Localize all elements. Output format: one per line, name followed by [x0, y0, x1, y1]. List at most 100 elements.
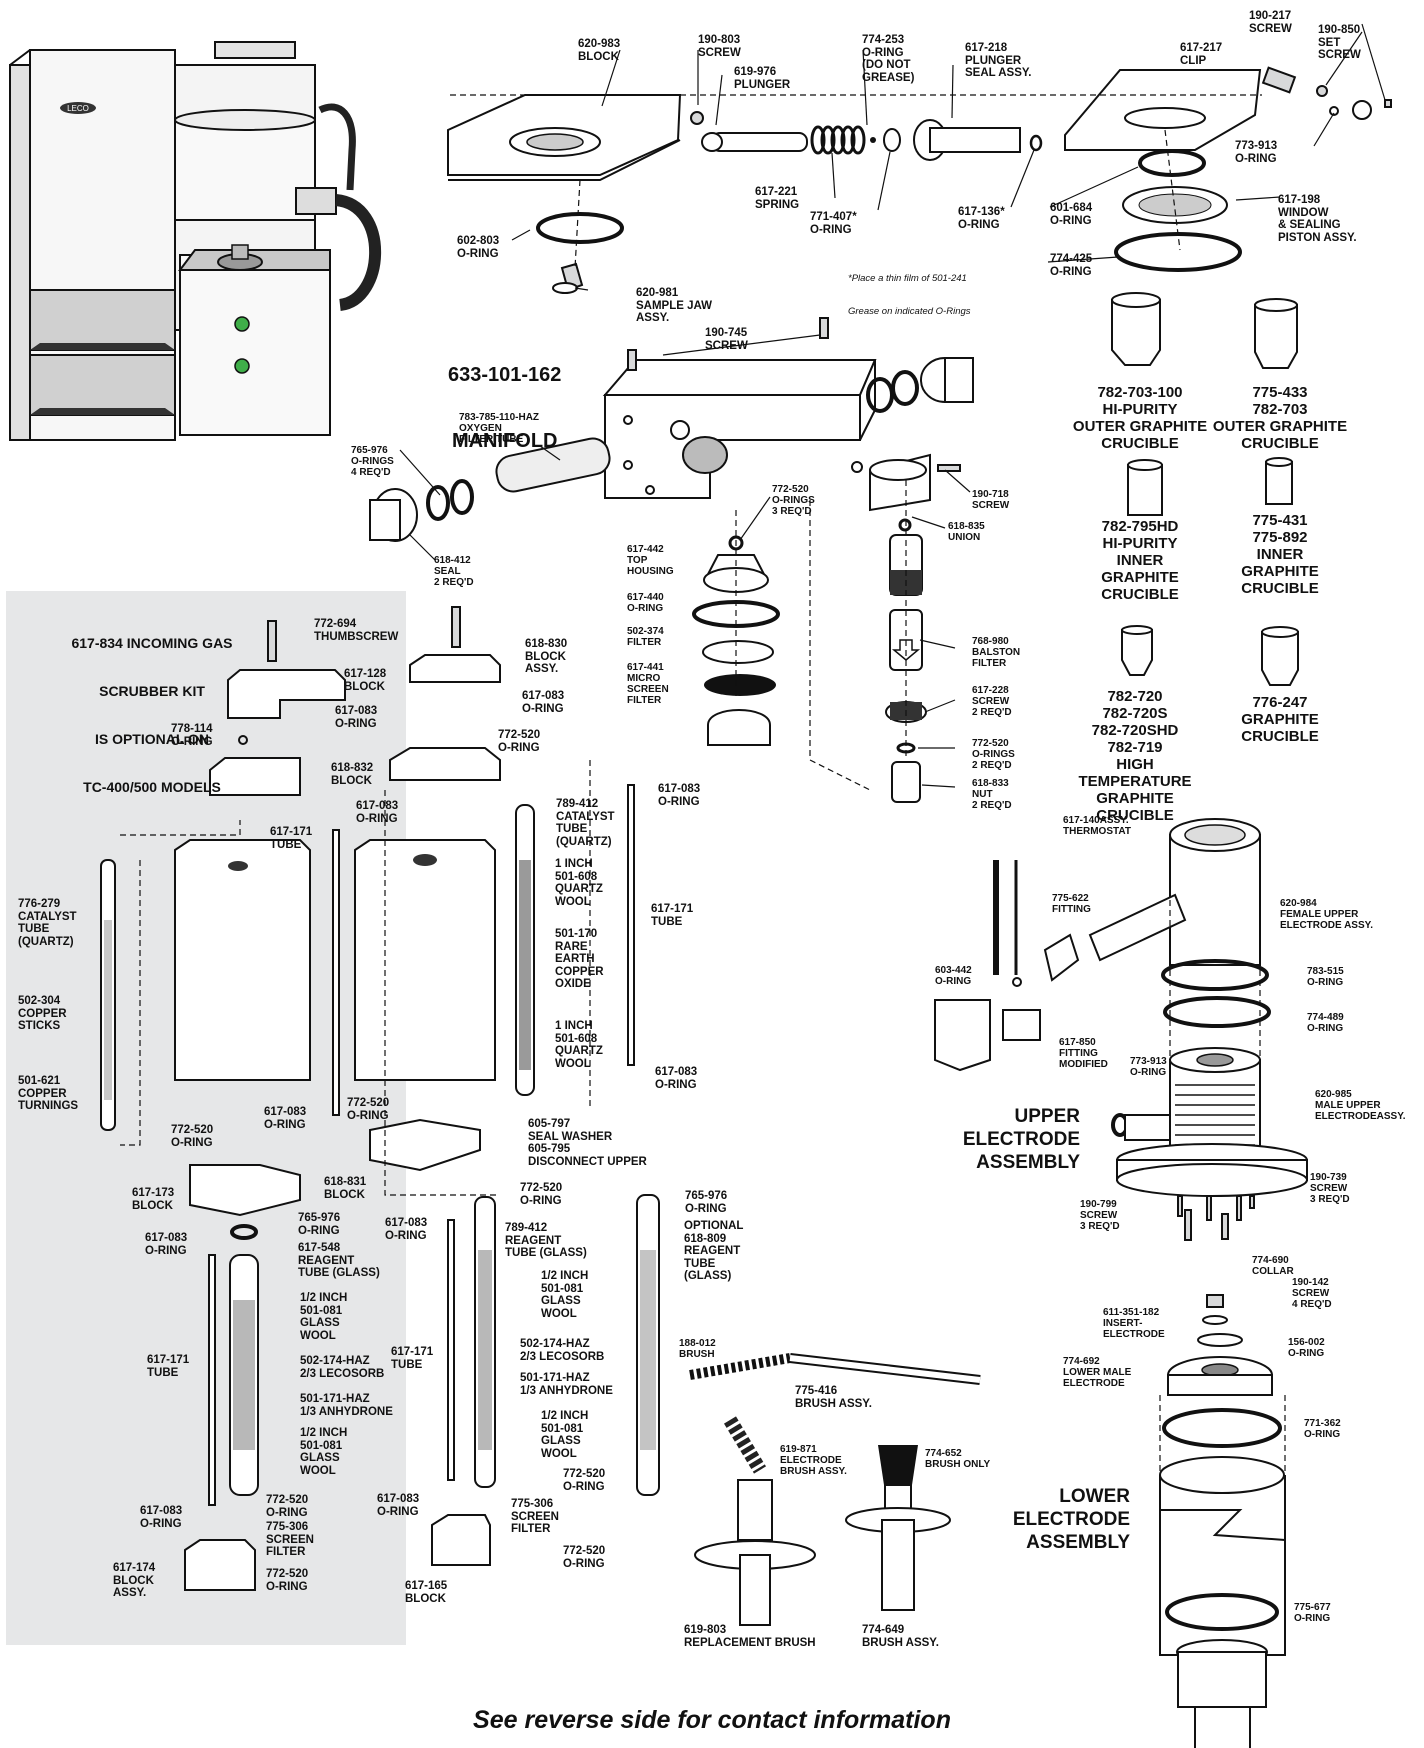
- part-label: 620-983 BLOCK: [578, 38, 621, 63]
- part-label: 617-171 TUBE: [651, 903, 694, 928]
- balston-filter-stack: [885, 480, 927, 803]
- instrument-illustration: LECO: [9, 41, 382, 441]
- part-label: 775-416 BRUSH ASSY.: [795, 1385, 872, 1410]
- part-label: 775-677 O-RING: [1294, 1602, 1331, 1624]
- part-label: 772-520 O-RING: [266, 1494, 309, 1519]
- crucible-drawings: [1111, 292, 1299, 686]
- part-label: 617-228 SCREW 2 REQ'D: [972, 685, 1012, 718]
- part-label: 774-649 BRUSH ASSY.: [862, 1624, 939, 1649]
- scrubber-note-line-3: IS OPTIONAL ON: [94, 731, 210, 747]
- part-label: 778-114 O-RING: [171, 723, 213, 748]
- part-label: 617-083 O-RING: [377, 1493, 420, 1518]
- crucible-label-c3: 782-795HD HI-PURITY INNER GRAPHITE CRUCI…: [1101, 518, 1179, 603]
- part-label: 617-174 BLOCK ASSY.: [113, 1562, 156, 1599]
- part-label: 605-797 SEAL WASHER 605-795 DISCONNECT U…: [528, 1118, 647, 1168]
- part-label: 775-622 FITTING: [1052, 893, 1091, 915]
- part-label: 617-548 REAGENT TUBE (GLASS): [298, 1242, 380, 1279]
- part-label: 617-083 O-RING: [655, 1066, 698, 1091]
- part-label: 772-520 O-RING: [266, 1568, 309, 1593]
- part-label: 774-690 COLLAR: [1252, 1255, 1294, 1277]
- crucible-label-c5: 782-720 782-720S 782-720SHD 782-719 HIGH…: [1078, 688, 1192, 824]
- part-label: 618-831 BLOCK: [324, 1176, 367, 1201]
- part-label: 617-440 O-RING: [627, 592, 664, 614]
- manifold-drawing: [369, 317, 974, 542]
- part-label: 502-174-HAZ 2/3 LECOSORB: [300, 1355, 385, 1380]
- scrubber-kit-drawing: [100, 606, 660, 1591]
- part-label: 190-217 SCREW: [1249, 10, 1292, 35]
- part-label: 501-171-HAZ 1/3 ANHYDRONE: [300, 1393, 393, 1418]
- part-label: 619-803 REPLACEMENT BRUSH: [684, 1624, 816, 1649]
- part-label: 617-171 TUBE: [147, 1354, 190, 1379]
- lower-electrode-drawing: [1159, 1294, 1286, 1748]
- part-label: 775-306 SCREEN FILTER: [511, 1498, 559, 1535]
- part-label: 617-083 O-RING: [264, 1106, 307, 1131]
- part-label: 190-718 SCREW: [972, 489, 1010, 511]
- part-label: 617-083 O-RING: [522, 690, 565, 715]
- part-label: 617-083 O-RING: [385, 1217, 428, 1242]
- manifold-title: 633-101-162 MANIFOLD: [448, 320, 561, 496]
- scrubber-note-line-4: TC-400/500 MODELS: [83, 779, 221, 795]
- part-label: 620-985 MALE UPPER ELECTRODEASSY.: [1315, 1089, 1406, 1122]
- part-label: 190-142 SCREW 4 REQ'D: [1292, 1277, 1332, 1310]
- part-label: 618-835 UNION: [948, 521, 985, 543]
- grease-note-line-1: *Place a thin film of 501-241: [848, 273, 967, 284]
- part-label: 502-374 FILTER: [627, 626, 664, 648]
- part-label: 501-171-HAZ 1/3 ANHYDRONE: [520, 1372, 613, 1397]
- grease-note-line-2: Grease on indicated O-Rings: [848, 306, 971, 317]
- part-label: 618-412 SEAL 2 REQ'D: [434, 555, 474, 588]
- part-label: 772-520 O-RINGS 2 REQ'D: [972, 738, 1015, 771]
- part-label: 774-253 O-RING (DO NOT GREASE): [862, 34, 915, 84]
- part-label: 602-803 O-RING: [457, 235, 500, 260]
- part-label: 789-412 CATALYST TUBE (QUARTZ): [556, 798, 615, 848]
- part-label: 617-083 O-RING: [335, 705, 378, 730]
- part-label: 190-803 SCREW: [698, 34, 741, 59]
- part-label: 190-745 SCREW: [705, 327, 748, 352]
- crucible-label-c4: 775-431 775-892 INNER GRAPHITE CRUCIBLE: [1241, 512, 1319, 597]
- part-label: 776-279 CATALYST TUBE (QUARTZ): [18, 898, 77, 948]
- part-label: 772-520 O-RING: [347, 1097, 390, 1122]
- part-label: 502-174-HAZ 2/3 LECOSORB: [520, 1338, 605, 1363]
- part-label: 617-198 WINDOW & SEALING PISTON ASSY.: [1278, 194, 1357, 244]
- part-label: 617-083 O-RING: [658, 783, 701, 808]
- part-label: 617-136* O-RING: [958, 206, 1005, 231]
- part-label: 501-170 RARE EARTH COPPER OXIDE: [555, 928, 604, 990]
- part-label: 774-489 O-RING: [1307, 1012, 1344, 1034]
- part-label: 190-739 SCREW 3 REQ'D: [1310, 1172, 1350, 1205]
- part-label: 772-520 O-RING: [520, 1182, 563, 1207]
- manifold-title-number: 633-101-162: [448, 364, 562, 386]
- part-label: 618-833 NUT 2 REQ'D: [972, 778, 1012, 811]
- footer-note: See reverse side for contact information: [473, 1706, 951, 1734]
- part-label: 501-621 COPPER TURNINGS: [18, 1075, 79, 1112]
- part-label: 617-218 PLUNGER SEAL ASSY.: [965, 42, 1032, 79]
- part-label: 789-412 REAGENT TUBE (GLASS): [505, 1222, 587, 1259]
- part-label: 1/2 INCH 501-081 GLASS WOOL: [300, 1292, 348, 1342]
- part-label: 620-981 SAMPLE JAW ASSY.: [636, 287, 713, 324]
- part-label: 772-520 O-RING: [563, 1468, 606, 1493]
- part-label: 617-221 SPRING: [755, 186, 800, 211]
- part-label: 611-351-182 INSERT- ELECTRODE: [1103, 1307, 1165, 1340]
- part-label: 768-980 BALSTON FILTER: [972, 636, 1021, 669]
- manifold-title-word: MANIFOLD: [451, 430, 558, 452]
- part-label: 617-083 O-RING: [145, 1232, 188, 1257]
- top-housing-stack: [692, 500, 871, 791]
- brush-drawings: [689, 1353, 981, 1626]
- part-label: 775-306 SCREEN FILTER: [266, 1521, 314, 1558]
- part-label: 772-694 THUMBSCREW: [314, 618, 399, 643]
- part-label: 772-520 O-RING: [171, 1124, 214, 1149]
- part-label: 617-171 TUBE: [391, 1346, 434, 1371]
- part-label: 617-850 FITTING MODIFIED: [1059, 1037, 1108, 1070]
- part-label: 774-425 O-RING: [1050, 253, 1093, 278]
- part-label: 617-083 O-RING: [356, 800, 399, 825]
- lower-electrode-title: LOWER ELECTRODE ASSEMBLY: [1012, 1486, 1130, 1553]
- scrubber-kit-shaded-area: [6, 591, 406, 1645]
- part-label: 618-832 BLOCK: [331, 762, 374, 787]
- part-label: 1/2 INCH 501-081 GLASS WOOL: [541, 1270, 589, 1320]
- part-label: OPTIONAL 618-809 REAGENT TUBE (GLASS): [684, 1220, 744, 1282]
- part-label: 774-652 BRUSH ONLY: [925, 1448, 991, 1470]
- part-label: 765-976 O-RINGS 4 REQ'D: [351, 445, 394, 478]
- part-label: 772-520 O-RINGS 3 REQ'D: [772, 484, 815, 517]
- part-label: 619-871 ELECTRODE BRUSH ASSY.: [780, 1444, 847, 1477]
- crucible-label-c1: 782-703-100 HI-PURITY OUTER GRAPHITE CRU…: [1072, 384, 1208, 452]
